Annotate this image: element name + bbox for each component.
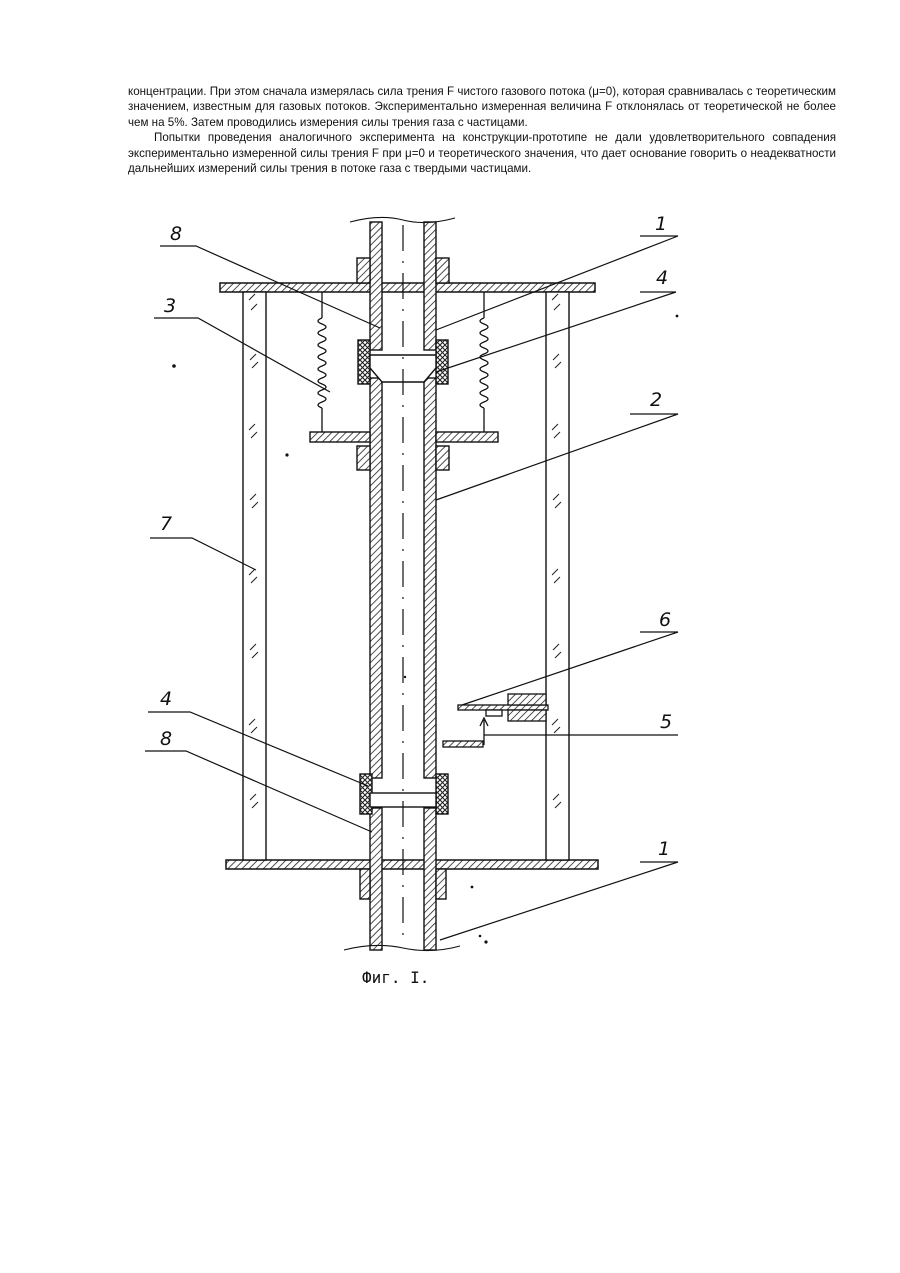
label-3: 3 [164,295,176,317]
sensor-assembly [443,694,548,747]
label-1-top: 1 [655,213,667,235]
figure-caption: Фиг. I. [362,968,429,987]
label-8-top: 8 [170,223,182,245]
label-4-bottom: 4 [160,688,172,710]
label-1-bottom: 1 [658,838,670,860]
label-4-top: 4 [656,267,668,289]
bottom-flange-plate [226,860,598,869]
spring-plates [310,432,498,442]
label-5: 5 [660,711,672,733]
leader-lines [145,236,678,940]
label-7: 7 [160,513,172,535]
label-2: 2 [650,389,662,411]
label-8-bottom: 8 [160,728,172,750]
label-6: 6 [659,609,671,631]
